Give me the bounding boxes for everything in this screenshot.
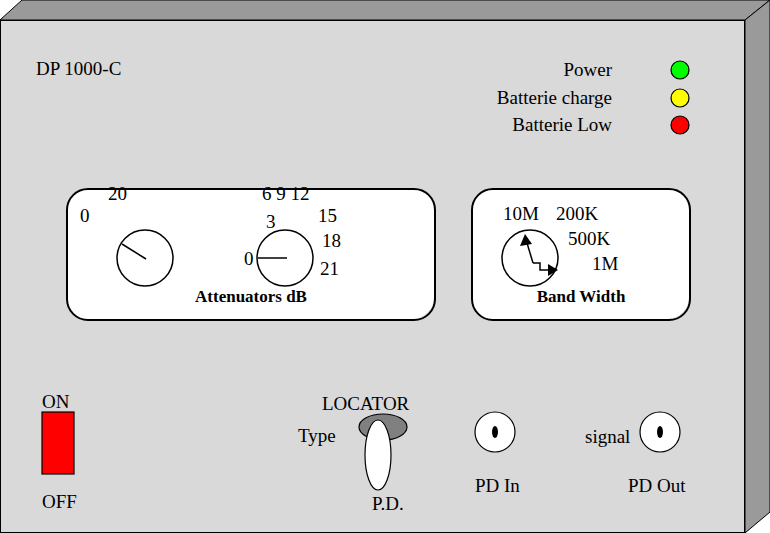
dial-mark: 500K	[568, 229, 610, 248]
dial-mark: 200K	[556, 204, 598, 223]
bnc-jack	[475, 412, 515, 452]
dial-mark: 10M	[503, 204, 539, 223]
knob-pointer	[533, 263, 549, 270]
toggle-lever	[365, 420, 391, 490]
dial-mark: 21	[320, 259, 339, 278]
front-face	[1, 21, 745, 533]
attenuator-panel-fill	[66, 188, 434, 319]
dial-mark: 0	[80, 206, 90, 225]
jack-pin	[492, 426, 498, 438]
dial-mark: 3	[266, 212, 276, 231]
pointer-head	[548, 264, 558, 276]
connector-label: PD Out	[628, 476, 686, 495]
jack-pin	[657, 426, 663, 438]
charge-led	[671, 89, 689, 107]
attenuator-knob	[257, 230, 313, 286]
bandwidth-panel-fill	[471, 188, 689, 319]
indicator-label: Power	[563, 60, 612, 79]
panel-title: Attenuators dB	[195, 288, 307, 305]
bnc-jack	[640, 412, 680, 452]
dial-mark: 1M	[592, 254, 618, 273]
pointer-head	[520, 234, 532, 246]
dial-mark: 6 9 12	[262, 184, 310, 203]
bandwidth-knob	[502, 230, 558, 286]
panel-title: Band Width	[537, 288, 626, 305]
attenuator-knob	[117, 230, 173, 286]
switch-label: Type	[298, 426, 336, 445]
model-name: DP 1000-C	[36, 59, 121, 78]
switch-label: ON	[42, 392, 69, 411]
dial-mark: 0	[244, 249, 254, 268]
power-switch	[42, 412, 74, 474]
switch-label: OFF	[42, 492, 77, 511]
switch-label: P.D.	[372, 494, 404, 513]
dial-mark: 18	[322, 231, 341, 250]
front-panel: DP 1000-C Attenuators dB Band Width	[0, 20, 745, 533]
low-led	[671, 116, 689, 134]
knob-pointer	[527, 243, 533, 263]
housing-top	[0, 0, 770, 20]
indicator-label: Batterie Low	[512, 115, 612, 134]
housing-side	[745, 0, 770, 533]
connector-label: signal	[585, 427, 630, 446]
switch-label: LOCATOR	[322, 394, 409, 413]
knob-pointer	[258, 257, 287, 259]
dial-mark: 20	[108, 184, 127, 203]
dial-mark: 15	[318, 206, 337, 225]
indicator-label: Batterie charge	[497, 88, 612, 107]
knob-pointer	[122, 244, 146, 259]
power-led	[671, 61, 689, 79]
connector-label: PD In	[475, 476, 520, 495]
